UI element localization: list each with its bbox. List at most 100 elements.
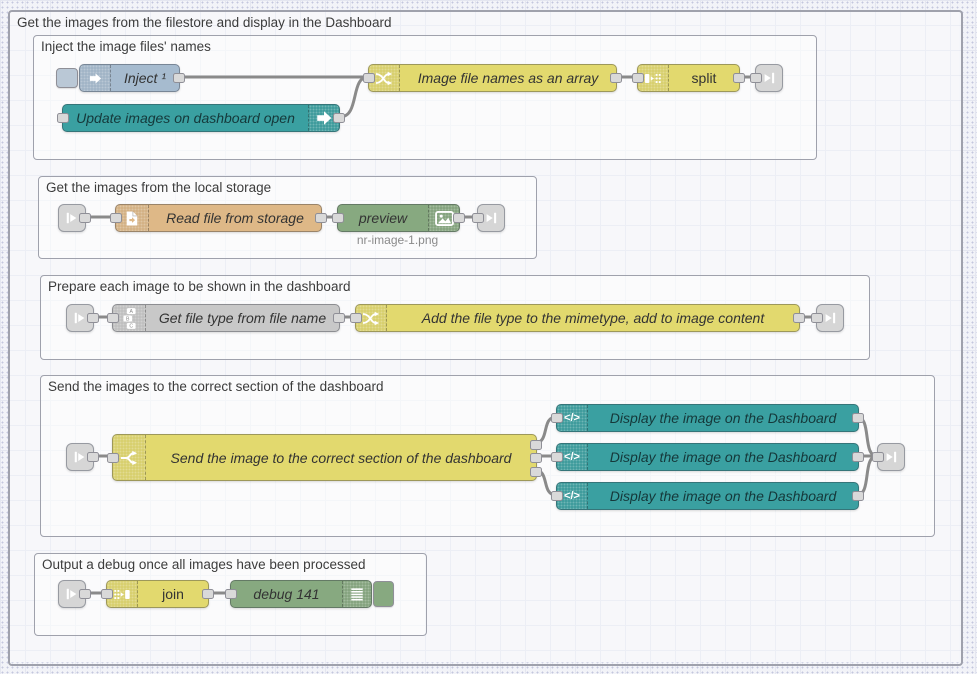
filenames-change-node[interactable]: Image file names as an array <box>363 64 622 92</box>
node-label: Image file names as an array <box>417 70 599 86</box>
node-label: Display the image on the Dashboard <box>609 449 837 465</box>
group-label: Output a debug once all images have been… <box>42 557 366 572</box>
link-in-node[interactable] <box>58 204 91 232</box>
group-outer-label: Get the images from the filestore and di… <box>17 15 392 30</box>
debug-list-icon <box>342 581 371 607</box>
input-port[interactable] <box>332 213 344 223</box>
link-out-node[interactable] <box>472 204 505 232</box>
input-port[interactable] <box>350 313 362 323</box>
output-port[interactable] <box>173 73 185 83</box>
node-label: Read file from storage <box>166 210 304 226</box>
link-out-icon <box>764 72 775 84</box>
output-port[interactable] <box>733 73 745 83</box>
input-port[interactable] <box>101 589 113 599</box>
preview-image-node[interactable]: preview <box>332 204 465 232</box>
link-in-icon <box>66 588 77 600</box>
input-port[interactable] <box>107 452 119 463</box>
svg-text:B: B <box>126 316 130 322</box>
output-port[interactable] <box>793 313 805 323</box>
link-in-icon <box>74 312 85 324</box>
join-node[interactable]: join <box>101 580 214 608</box>
output-port-3[interactable] <box>530 467 542 477</box>
link-out-icon <box>486 212 497 224</box>
inject-node[interactable]: Inject ¹ <box>79 64 185 92</box>
debug-node[interactable]: debug 141 <box>225 580 372 608</box>
input-port[interactable] <box>110 213 122 223</box>
input-port[interactable] <box>225 589 237 599</box>
output-port[interactable] <box>79 589 91 599</box>
node-label: Send the image to the correct section of… <box>170 449 512 466</box>
update-images-node[interactable]: Update images on dashboard open <box>57 104 345 132</box>
node-label: debug 141 <box>253 586 320 602</box>
node-label: preview <box>358 210 408 226</box>
link-in-node[interactable] <box>66 443 99 471</box>
input-port[interactable] <box>872 452 884 462</box>
output-port[interactable] <box>333 313 345 323</box>
link-out-node[interactable] <box>811 304 844 332</box>
svg-text:C: C <box>129 323 133 329</box>
node-label: Inject ¹ <box>123 70 166 86</box>
node-label: Add the file type to the mimetype, add t… <box>421 310 765 326</box>
link-out-node[interactable] <box>872 443 905 471</box>
input-port[interactable] <box>632 73 644 83</box>
output-port[interactable] <box>610 73 622 83</box>
group-inject-names[interactable]: Inject the image files' names <box>33 35 817 160</box>
group-label: Inject the image files' names <box>41 39 211 54</box>
arrow-right-icon <box>308 105 339 131</box>
group-label: Get the images from the local storage <box>46 180 272 195</box>
input-port[interactable] <box>811 313 823 323</box>
link-out-node[interactable] <box>750 64 783 92</box>
split-node[interactable]: split <box>632 64 745 92</box>
link-out-icon <box>886 451 897 463</box>
canvas-margin-right <box>959 10 977 662</box>
canvas-margin-top <box>0 0 977 10</box>
node-label: Update images on dashboard open <box>76 110 295 126</box>
group-label: Send the images to the correct section o… <box>48 379 384 394</box>
read-file-node[interactable]: Read file from storage <box>110 204 327 232</box>
output-port[interactable] <box>202 589 214 599</box>
get-file-type-node[interactable]: A B C Get file type from file name <box>107 304 345 332</box>
inject-trigger-button[interactable] <box>56 68 78 88</box>
link-out-icon <box>825 312 836 324</box>
input-port[interactable] <box>363 73 375 83</box>
node-label: split <box>691 70 717 86</box>
display-template-node[interactable]: </> Display the image on the Dashboard <box>551 404 864 432</box>
output-port[interactable] <box>453 213 465 223</box>
output-port[interactable] <box>852 413 864 423</box>
switch-node[interactable]: Send the image to the correct section of… <box>107 434 542 481</box>
output-port[interactable] <box>315 213 327 223</box>
mimetype-change-node[interactable]: Add the file type to the mimetype, add t… <box>350 304 805 332</box>
output-port[interactable] <box>87 313 99 323</box>
inject-arrow-icon <box>80 65 111 91</box>
image-icon <box>428 205 459 231</box>
output-port[interactable] <box>87 452 99 462</box>
link-in-node[interactable] <box>66 304 99 332</box>
wire[interactable] <box>338 75 370 119</box>
debug-toggle-button[interactable] <box>373 581 394 607</box>
output-port[interactable] <box>852 452 864 462</box>
output-port-2[interactable] <box>530 453 542 463</box>
input-port[interactable] <box>107 313 119 323</box>
input-port[interactable] <box>551 491 563 501</box>
input-port[interactable] <box>472 213 484 223</box>
input-port[interactable] <box>551 452 563 462</box>
output-port[interactable] <box>333 113 345 123</box>
node-label: Get file type from file name <box>158 310 327 326</box>
node-label: join <box>162 586 184 602</box>
input-port[interactable] <box>551 413 563 423</box>
link-in-icon <box>74 451 85 463</box>
output-port-1[interactable] <box>530 440 542 450</box>
svg-text:A: A <box>129 308 133 314</box>
link-in-node[interactable] <box>58 580 91 608</box>
input-port[interactable] <box>57 113 69 123</box>
output-port[interactable] <box>79 213 91 223</box>
canvas-margin-left <box>0 10 8 662</box>
input-port[interactable] <box>750 73 762 83</box>
output-port[interactable] <box>852 491 864 501</box>
display-template-node[interactable]: </> Display the image on the Dashboard <box>551 482 864 510</box>
switch-fork-icon <box>113 435 146 480</box>
display-template-node[interactable]: </> Display the image on the Dashboard <box>551 443 864 471</box>
group-outer[interactable]: Get the images from the filestore and di… <box>8 10 963 666</box>
